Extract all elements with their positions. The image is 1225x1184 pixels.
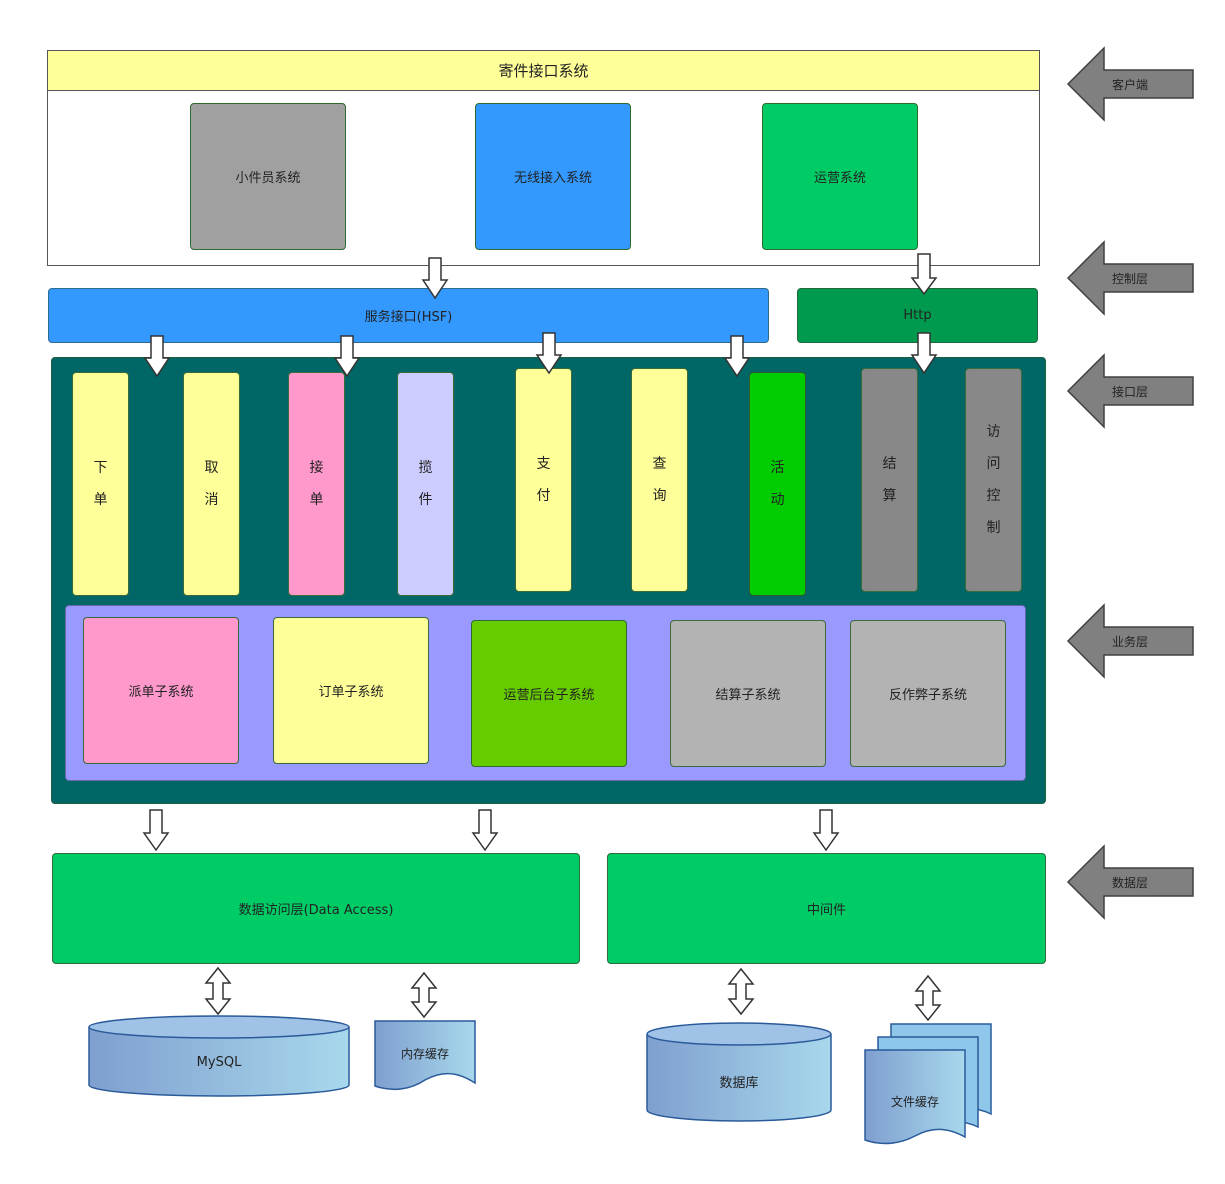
settlement-subsystem: 结算子系统: [670, 620, 826, 767]
courier-system-box: 小件员系统: [190, 103, 346, 250]
interface-order: 下 单: [72, 372, 129, 596]
file-cache-documents-icon: [864, 1023, 992, 1145]
down-arrow-icon: [333, 335, 361, 378]
wireless-system-box: 无线接入系统: [475, 103, 631, 250]
operation-system-box: 运营系统: [762, 103, 918, 250]
interface-activity: 活 动: [749, 372, 806, 596]
interface-query: 查 询: [631, 368, 688, 592]
layer-label-client: 客户端: [1111, 77, 1148, 92]
bidirectional-arrow-icon: [914, 974, 942, 1022]
database-icon: [646, 1022, 832, 1122]
courier-system-label: 小件员系统: [235, 171, 301, 186]
layer-label-control: 控制层: [1111, 271, 1148, 286]
database-label: 数据库: [719, 1075, 759, 1091]
middleware-box: 中间件: [607, 853, 1046, 964]
business-layer-arrow: [1066, 603, 1194, 679]
anti-fraud-subsystem: 反作弊子系统: [850, 620, 1006, 767]
layer-label-data: 数据层: [1111, 875, 1148, 890]
down-arrow-icon: [910, 253, 938, 296]
bidirectional-arrow-icon: [204, 966, 232, 1016]
file-cache-label: 文件缓存: [890, 1094, 939, 1109]
interface-pay: 支 付: [515, 368, 572, 592]
down-arrow-icon: [535, 332, 563, 375]
interface-accept: 接 单: [288, 372, 345, 596]
mysql-label: MySQL: [196, 1054, 242, 1070]
memory-cache-document-icon: [374, 1020, 476, 1091]
down-arrow-icon: [142, 809, 170, 852]
down-arrow-icon: [723, 335, 751, 378]
operation-backend-subsystem: 运营后台子系统: [471, 620, 627, 767]
bidirectional-arrow-icon: [410, 971, 438, 1019]
down-arrow-icon: [910, 332, 938, 375]
data-layer-arrow: [1066, 844, 1194, 920]
client-system-title: 寄件接口系统: [47, 50, 1040, 91]
mysql-database-icon: [88, 1015, 350, 1097]
hsf-service-label: 服务接口(HSF): [364, 310, 453, 325]
bidirectional-arrow-icon: [727, 967, 755, 1016]
down-arrow-icon: [143, 335, 171, 378]
data-access-layer: 数据访问层(Data Access): [52, 853, 580, 964]
layer-label-business: 业务层: [1111, 634, 1148, 649]
order-subsystem: 订单子系统: [273, 617, 429, 764]
memory-cache-label: 内存缓存: [400, 1046, 449, 1061]
http-label: Http: [903, 308, 932, 323]
down-arrow-icon: [471, 809, 499, 852]
control-layer-arrow: [1066, 240, 1194, 316]
interface-layer-arrow: [1066, 353, 1194, 429]
layer-label-interface: 接口层: [1111, 384, 1148, 399]
wireless-system-label: 无线接入系统: [513, 171, 592, 186]
dispatch-subsystem: 派单子系统: [83, 617, 239, 764]
down-arrow-icon: [812, 809, 840, 852]
down-arrow-icon: [421, 257, 449, 300]
client-system-title-text: 寄件接口系统: [498, 62, 589, 80]
hsf-service-bar: 服务接口(HSF): [48, 288, 769, 343]
interface-settlement: 结 算: [861, 368, 918, 592]
interface-pickup: 揽 件: [397, 372, 454, 596]
interface-access-control: 访 问 控 制: [965, 368, 1022, 592]
client-layer-arrow: [1066, 46, 1194, 122]
interface-cancel: 取 消: [183, 372, 240, 596]
operation-system-label: 运营系统: [813, 171, 866, 186]
